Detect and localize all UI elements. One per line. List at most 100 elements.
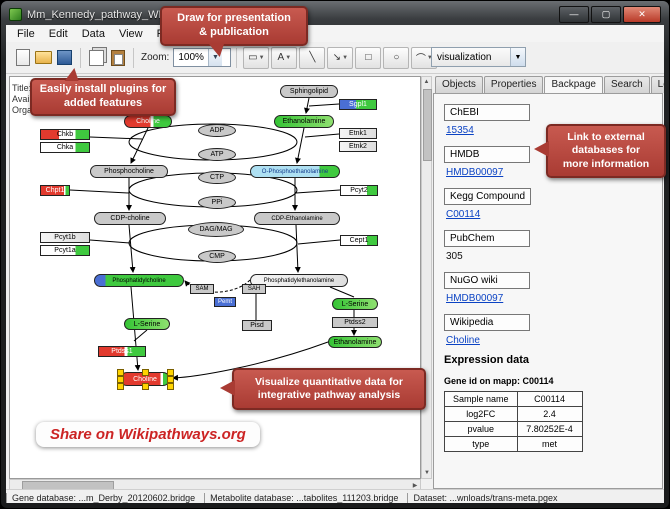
vertical-scrollbar[interactable]: ▲ ▼ bbox=[421, 76, 432, 479]
arrow-tool[interactable]: ↘▼ bbox=[327, 46, 354, 69]
node-pemt[interactable]: Pemt bbox=[214, 297, 236, 307]
pathway-edge[interactable] bbox=[295, 127, 305, 164]
node-pcyt2[interactable]: Pcyt2 bbox=[340, 185, 378, 196]
save-button[interactable] bbox=[54, 47, 75, 68]
minimize-button[interactable]: — bbox=[559, 6, 589, 23]
selection-handle[interactable] bbox=[167, 369, 174, 376]
node-l-serine-left[interactable]: L-Serine bbox=[124, 318, 170, 330]
pathway-edge[interactable] bbox=[130, 127, 149, 164]
node-phosphatidylethanolamine[interactable]: Phosphatidylethanolamine bbox=[250, 274, 348, 287]
selection-handle[interactable] bbox=[142, 383, 149, 390]
maximize-button[interactable]: ▢ bbox=[591, 6, 621, 23]
selection-handle[interactable] bbox=[142, 369, 149, 376]
tab-backpage[interactable]: Backpage bbox=[544, 76, 603, 93]
pathway-edge[interactable] bbox=[89, 239, 131, 244]
node-chpt1[interactable]: Chpt1 bbox=[40, 185, 70, 196]
oval-tool[interactable]: ○ bbox=[383, 46, 410, 69]
node-cdp-ethanolamine[interactable]: CDP-Ethanolamine bbox=[254, 212, 340, 225]
selection-handle[interactable] bbox=[117, 376, 124, 383]
node-ctp[interactable]: CTP bbox=[198, 171, 236, 184]
node-adp[interactable]: ADP bbox=[198, 124, 236, 137]
datanode-tool[interactable]: ▭▼ bbox=[243, 46, 270, 69]
node-etnk2[interactable]: Etnk2 bbox=[339, 141, 377, 152]
tab-objects[interactable]: Objects bbox=[435, 76, 483, 93]
node-ptdss1[interactable]: Ptdss1 bbox=[98, 346, 146, 357]
pathway-edge[interactable] bbox=[294, 224, 301, 273]
new-file-button[interactable] bbox=[12, 47, 33, 68]
rect-tool[interactable]: □ bbox=[355, 46, 382, 69]
node-sgpl1[interactable]: Sgpl1 bbox=[339, 99, 377, 110]
menu-edit[interactable]: Edit bbox=[48, 27, 68, 40]
pathway-edge[interactable] bbox=[304, 97, 310, 114]
expression-cell: pvalue bbox=[444, 421, 518, 437]
tab-properties[interactable]: Properties bbox=[483, 76, 544, 93]
scroll-right-icon[interactable]: ▶ bbox=[412, 483, 418, 489]
node-chka[interactable]: Chka bbox=[40, 142, 90, 153]
visualization-select[interactable]: visualization ▼ bbox=[431, 47, 526, 67]
db-value-kegg-compound[interactable]: C00114 bbox=[446, 209, 481, 220]
node-l-serine-right[interactable]: L-Serine bbox=[332, 298, 378, 310]
chevron-down-icon[interactable]: ▼ bbox=[207, 49, 222, 66]
zoom-select[interactable]: 100% ▼ bbox=[173, 48, 232, 67]
node-o-phosphoethanolamine[interactable]: O-Phosphoethanolamine bbox=[250, 165, 340, 178]
pathway-edge[interactable] bbox=[89, 136, 143, 140]
copy-button[interactable] bbox=[86, 47, 107, 68]
node-chkb[interactable]: Chkb bbox=[40, 129, 90, 140]
node-ethanolamine-top[interactable]: Ethanolamine bbox=[274, 115, 334, 128]
node-choline-top[interactable]: Choline bbox=[124, 115, 172, 128]
close-button[interactable]: ✕ bbox=[623, 6, 661, 23]
paste-button[interactable] bbox=[107, 47, 128, 68]
pathway-edge[interactable] bbox=[128, 224, 136, 273]
node-pisd[interactable]: Pisd bbox=[242, 320, 272, 331]
node-pcyt1b[interactable]: Pcyt1b bbox=[40, 232, 90, 243]
open-file-button[interactable] bbox=[33, 47, 54, 68]
tab-search[interactable]: Search bbox=[603, 76, 650, 93]
label-tool[interactable]: A▼ bbox=[271, 46, 298, 69]
db-value-nugo-wiki[interactable]: HMDB00097 bbox=[446, 293, 504, 304]
tab-legend[interactable]: Legend bbox=[650, 76, 664, 93]
node-sah[interactable]: SAH bbox=[242, 284, 266, 294]
pathway-edge[interactable] bbox=[184, 279, 251, 293]
node-atp[interactable]: ATP bbox=[198, 148, 236, 161]
selection-handle[interactable] bbox=[167, 383, 174, 390]
node-sphingolipid[interactable]: Sphingolipid bbox=[280, 85, 338, 98]
callout-line: Draw for presentation bbox=[177, 12, 291, 25]
node-cmp[interactable]: CMP bbox=[198, 250, 236, 263]
pathway-edge[interactable] bbox=[329, 286, 355, 298]
node-sam[interactable]: SAM bbox=[190, 284, 214, 294]
scroll-down-icon[interactable]: ▼ bbox=[424, 470, 430, 476]
pathway-edge[interactable] bbox=[133, 329, 148, 342]
vertical-scroll-thumb[interactable] bbox=[423, 89, 432, 161]
menu-file[interactable]: File bbox=[17, 27, 35, 40]
node-phosphocholine[interactable]: Phosphocholine bbox=[90, 165, 168, 178]
pathway-edge[interactable] bbox=[69, 189, 130, 194]
db-value-chebi[interactable]: 15354 bbox=[446, 125, 474, 136]
node-ppi[interactable]: PPi bbox=[198, 196, 236, 209]
pathway-edge[interactable] bbox=[308, 103, 340, 107]
node-ethanolamine-bottom[interactable]: Ethanolamine bbox=[328, 336, 382, 348]
node-cdp-choline[interactable]: CDP-choline bbox=[94, 212, 166, 225]
pathway-edge[interactable] bbox=[295, 189, 341, 194]
node-pcyt1a[interactable]: Pcyt1a bbox=[40, 245, 90, 256]
selection-handle[interactable] bbox=[167, 376, 174, 383]
scroll-up-icon[interactable]: ▲ bbox=[423, 79, 430, 85]
menu-data[interactable]: Data bbox=[81, 27, 105, 40]
node-etnk1[interactable]: Etnk1 bbox=[339, 128, 377, 139]
node-ptdss2[interactable]: Ptdss2 bbox=[332, 317, 378, 328]
db-value-wikipedia[interactable]: Choline bbox=[446, 335, 480, 346]
selection-handle[interactable] bbox=[117, 383, 124, 390]
db-value-hmdb[interactable]: HMDB00097 bbox=[446, 167, 504, 178]
node-dag-mag[interactable]: DAG/MAG bbox=[188, 222, 244, 237]
line-tool[interactable]: ╲ bbox=[299, 46, 326, 69]
pathway-edge[interactable] bbox=[297, 239, 341, 245]
node-cept1[interactable]: Cept1 bbox=[340, 235, 378, 246]
menu-view[interactable]: View bbox=[118, 27, 143, 40]
node-phosphatidylcholine[interactable]: Phosphatidylcholine bbox=[94, 274, 184, 287]
visualization-value: visualization bbox=[437, 51, 492, 63]
title-bar[interactable]: Mm_Kennedy_pathway_WP1771_45176.gp — ▢ ✕ bbox=[9, 6, 661, 23]
selection-handle[interactable] bbox=[117, 369, 124, 376]
chevron-down-icon[interactable]: ▼ bbox=[510, 48, 525, 66]
pathway-edge[interactable] bbox=[304, 133, 340, 138]
